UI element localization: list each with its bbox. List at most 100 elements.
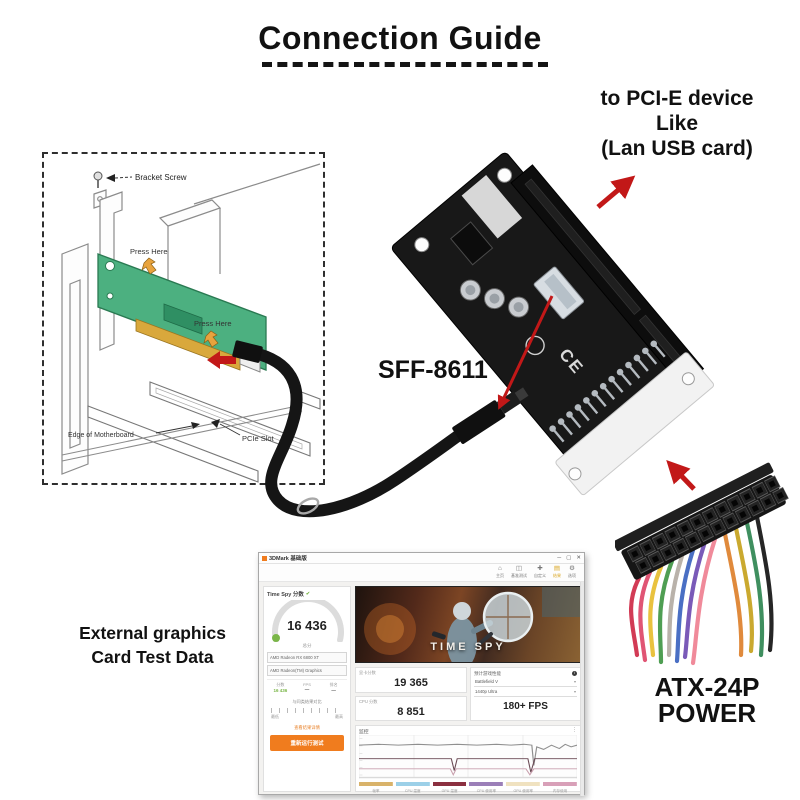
screw-icon bbox=[93, 171, 103, 181]
callout-arrowhead bbox=[211, 419, 220, 428]
atx-row1-outline bbox=[626, 474, 783, 563]
press-arrow-icon bbox=[203, 330, 219, 348]
press-arrow-icon bbox=[141, 257, 157, 275]
cpu-score-value: 8 851 bbox=[397, 706, 425, 718]
cable-plug-left bbox=[232, 340, 263, 363]
bracket-screw-label: Bracket Screw bbox=[135, 173, 187, 182]
estimated-performance-card: 预计游戏性能 i Battlefield V ▾ 1440p Ultra ▾ 1… bbox=[470, 667, 581, 721]
toolbar-options[interactable]: ⚙ 选项 bbox=[568, 565, 576, 578]
toolbar: ⌂ 主页 ◫ 基准测试 ✚ 自定义 ▤ 结果 ⚙ 选项 bbox=[259, 564, 584, 582]
atx-power-label: ATX-24P POWER bbox=[612, 674, 800, 726]
fps-series bbox=[358, 743, 578, 766]
atx-pin-heads bbox=[548, 340, 658, 433]
monitor-legend: 帧率 CPU 温度 GPU 温度 CPU 使用率 bbox=[359, 782, 577, 794]
window-titlebar: 3DMark 基础版 ─ ▢ ✕ bbox=[259, 553, 584, 564]
monitor-header: 监控 ⋮ bbox=[359, 728, 577, 735]
graphics-score-value: 19 365 bbox=[394, 677, 428, 689]
cable-ribbon bbox=[244, 346, 468, 518]
wire bbox=[666, 553, 685, 658]
maximize-button[interactable]: ▢ bbox=[566, 555, 572, 561]
pcie-slot-label: PCIe Slot bbox=[242, 434, 275, 443]
install-diagram-box: Bracket Screw Press Here Press Here bbox=[42, 152, 325, 485]
slot-x16-b bbox=[87, 405, 259, 483]
time-spy-score-card: Time Spy 分数 ✔ 16 436 总分 AMD Radeon RX 68… bbox=[263, 586, 351, 792]
home-icon: ⌂ bbox=[498, 565, 502, 572]
wire bbox=[722, 531, 744, 658]
score-card-title: Time Spy 分数 bbox=[267, 592, 304, 598]
wire bbox=[674, 547, 696, 664]
results-icon: ▤ bbox=[553, 565, 561, 572]
figure-pistol bbox=[431, 631, 446, 640]
load-series bbox=[359, 768, 577, 776]
game-dropdown[interactable]: Battlefield V ▾ bbox=[474, 677, 577, 687]
benchmark-icon: ◫ bbox=[515, 565, 523, 572]
minimize-button[interactable]: ─ bbox=[557, 555, 562, 561]
scrollbar[interactable] bbox=[580, 582, 584, 796]
gpu-name-2: AMD Radeon(TM) Graphics bbox=[267, 665, 347, 676]
info-icon[interactable]: i bbox=[572, 671, 577, 676]
sff8611-opening bbox=[544, 273, 577, 310]
card-hole1 bbox=[105, 261, 115, 271]
atx-power-line1: ATX-24P bbox=[654, 672, 760, 702]
ember-glow bbox=[364, 603, 416, 655]
benchmark-window: 3DMark 基础版 ─ ▢ ✕ ⌂ 主页 ◫ 基准测试 ✚ 自定义 ▤ 结果 bbox=[258, 552, 585, 796]
toolbar-benchmarks[interactable]: ◫ 基准测试 bbox=[511, 565, 527, 578]
callout-line bbox=[155, 425, 193, 434]
sky-patch bbox=[542, 587, 580, 617]
stat-fps: FPS — bbox=[303, 682, 311, 692]
chevron-down-icon: ▾ bbox=[573, 679, 576, 684]
compare-caption: 与同类结果对比 bbox=[292, 699, 322, 704]
bracket-screw-callout: Bracket Screw bbox=[93, 171, 187, 188]
perf-header: 预计游戏性能 i bbox=[474, 671, 577, 677]
close-button[interactable]: ✕ bbox=[576, 555, 581, 561]
pcie-slots bbox=[87, 381, 321, 483]
toolbar-results[interactable]: ▤ 结果 bbox=[553, 565, 561, 578]
window-title: 3DMark 基础版 bbox=[269, 556, 307, 562]
wire bbox=[638, 569, 653, 663]
time-spy-hero: TIME SPY bbox=[355, 586, 581, 663]
toolbar-home[interactable]: ⌂ 主页 bbox=[496, 565, 504, 578]
pcie-device-line2: Like bbox=[655, 112, 699, 136]
toolbar-custom[interactable]: ✚ 自定义 bbox=[534, 565, 546, 578]
overall-score: 16 436 bbox=[287, 618, 327, 633]
wire bbox=[690, 536, 718, 666]
gear-icon: ⚙ bbox=[569, 565, 575, 572]
score-gauge: 16 436 bbox=[267, 595, 347, 643]
wire bbox=[682, 542, 707, 660]
rerun-button[interactable]: 重新运行测试 bbox=[270, 735, 344, 751]
gpu-name-1: AMD Radeon RX 6800 XT bbox=[267, 652, 347, 663]
kebab-menu-icon[interactable]: ⋮ bbox=[572, 728, 577, 733]
app-icon bbox=[262, 555, 267, 561]
legend-item: CPU 温度 bbox=[395, 782, 430, 794]
press-here-1: Press Here bbox=[130, 247, 168, 275]
score-stats-row: 分数 16 436 FPS — 排名 — bbox=[267, 679, 347, 693]
wire bbox=[628, 575, 642, 658]
score-scale bbox=[271, 708, 343, 713]
quality-dropdown[interactable]: 1440p Ultra ▾ bbox=[474, 687, 577, 697]
hero-title: TIME SPY bbox=[430, 641, 506, 653]
silkscreen-label bbox=[461, 175, 523, 239]
mount-hole-left bbox=[414, 237, 430, 253]
view-result-link[interactable]: 查看结果详情 bbox=[294, 725, 320, 730]
mobo-edge-label: Edge of Motherboard bbox=[68, 432, 134, 439]
cable-ring bbox=[296, 497, 320, 515]
red-arrow-card-port bbox=[207, 351, 236, 369]
wire bbox=[657, 558, 675, 665]
rail-line bbox=[193, 163, 321, 205]
temp-series bbox=[359, 758, 577, 773]
pcie-device-line1: to PCI-E device bbox=[600, 87, 754, 110]
slot-x16 bbox=[149, 381, 311, 457]
callout-arrowhead bbox=[106, 174, 115, 182]
window-content: Time Spy 分数 ✔ 16 436 总分 AMD Radeon RX 68… bbox=[259, 582, 584, 796]
atx-wires bbox=[628, 514, 774, 666]
page-title: Connection Guide bbox=[258, 20, 542, 56]
atx-latch-rail bbox=[615, 462, 774, 552]
wire bbox=[733, 525, 755, 654]
atx-connector bbox=[615, 462, 791, 666]
graphics-score-box: 显卡分数 19 365 bbox=[355, 667, 467, 693]
atx-connector-body bbox=[615, 462, 791, 580]
svg-text:Press Here: Press Here bbox=[194, 319, 232, 328]
magnifier-handle bbox=[476, 632, 493, 647]
chevron-down-icon: ▾ bbox=[573, 689, 576, 694]
capacitor-1-top bbox=[465, 285, 476, 296]
